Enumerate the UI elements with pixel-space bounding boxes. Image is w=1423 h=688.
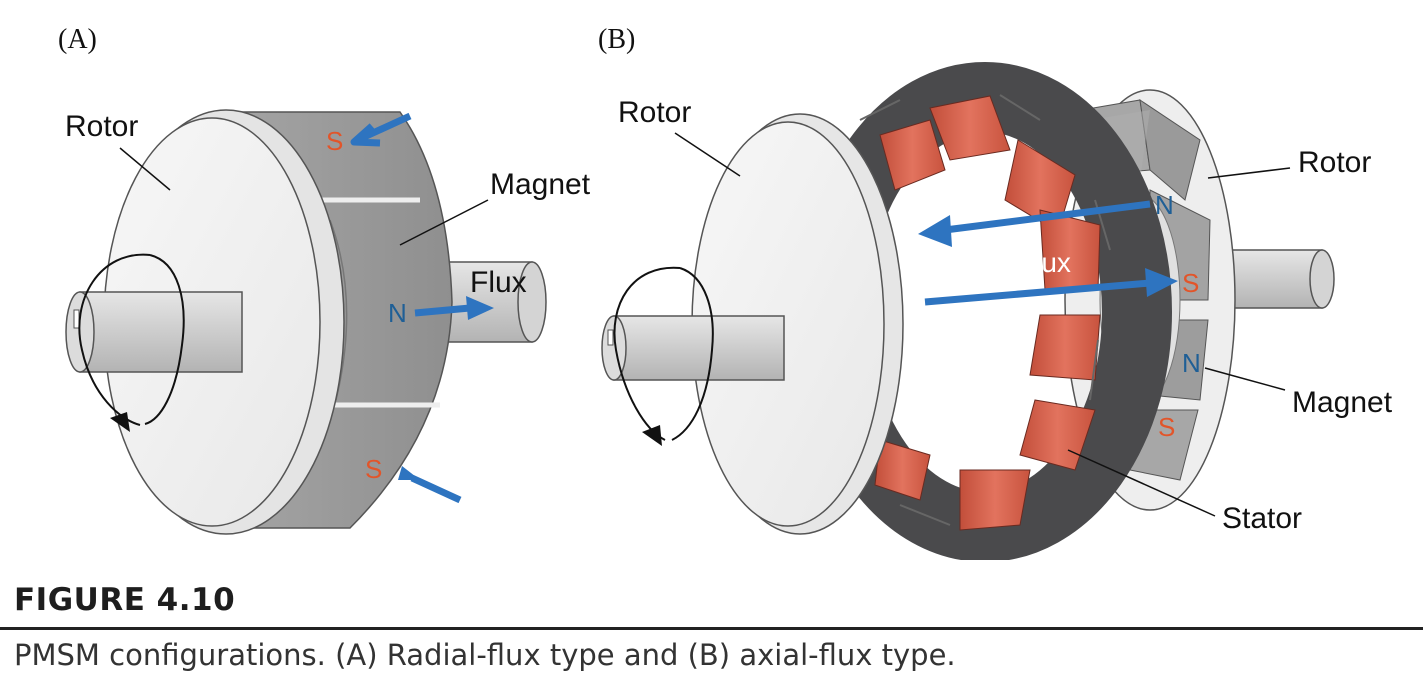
panel-a-flux-label: Flux bbox=[470, 266, 527, 299]
panel-a-shaft-front bbox=[65, 291, 243, 373]
panel-b: (B) bbox=[598, 24, 1393, 560]
panel-b-letter: (B) bbox=[598, 24, 635, 55]
panel-b-magnet-leader bbox=[1204, 367, 1286, 391]
panel-b-rotation-arrow bbox=[613, 266, 714, 446]
panel-b-rotor-right-leader bbox=[1207, 167, 1291, 179]
caption-divider bbox=[0, 627, 1423, 630]
panel-b-rotor-left-label: Rotor bbox=[618, 96, 691, 129]
panel-a-pole-s-top: S bbox=[326, 126, 343, 156]
panel-b-rotor-right-label: Rotor bbox=[1298, 146, 1371, 179]
panel-b-stator-label: Stator bbox=[1222, 502, 1302, 535]
pmsm-figure: (A) S N bbox=[58, 24, 1393, 560]
panel-b-pole-s-middle: S bbox=[1182, 268, 1199, 298]
panel-a-letter: (A) bbox=[58, 24, 97, 55]
panel-a-rotor-leader bbox=[119, 147, 171, 191]
panel-b-pole-n-top: N bbox=[1155, 190, 1174, 220]
panel-b-rotor-left-leader bbox=[674, 132, 741, 177]
panel-b-shaft-front bbox=[601, 315, 785, 381]
panel-a-magnet-label: Magnet bbox=[490, 168, 591, 201]
panel-a: (A) S N bbox=[58, 24, 591, 535]
panel-b-magnet-label: Magnet bbox=[1292, 386, 1393, 419]
panel-a-rotor-label: Rotor bbox=[65, 110, 138, 143]
figure-number: FIGURE 4.10 bbox=[14, 582, 236, 618]
panel-a-pole-s-bottom: S bbox=[365, 454, 382, 484]
panel-b-pole-n-lower: N bbox=[1182, 348, 1201, 378]
panel-b-pole-s-bottom: S bbox=[1158, 412, 1175, 442]
panel-a-pole-n: N bbox=[388, 298, 407, 328]
panel-b-stator-leader bbox=[1067, 449, 1216, 517]
panel-a-magnet-leader bbox=[399, 199, 489, 246]
panel-a-rotation-arrow bbox=[78, 253, 185, 432]
panel-b-flux-arrows bbox=[918, 200, 1178, 306]
panel-b-shaft-back bbox=[1231, 249, 1335, 309]
panel-b-flux-label: Flux bbox=[1018, 247, 1071, 278]
panel-a-flux-arrows bbox=[350, 112, 494, 504]
figure-caption: PMSM configurations. (A) Radial-flux typ… bbox=[14, 638, 956, 672]
